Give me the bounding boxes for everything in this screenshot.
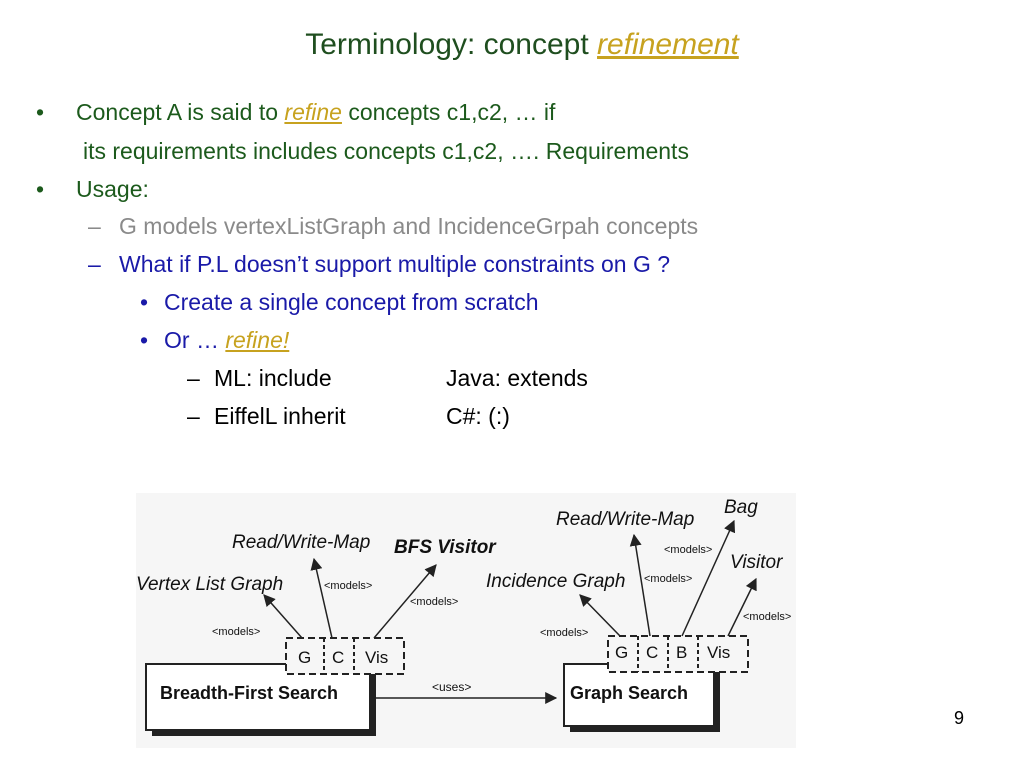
param-vis: Vis [365,648,388,667]
graph-search-label: Graph Search [570,683,688,703]
dash-marker: – [187,365,200,391]
bullet-marker: • [140,289,149,315]
dash-marker: – [187,403,200,429]
refine-keyword: refine [284,99,342,125]
param-c: C [332,648,344,667]
lang-csharp: C#: (:) [446,403,510,429]
models-label: <models> [410,596,458,608]
param-b: B [676,643,687,662]
page-number: 9 [953,708,964,728]
concept-incidence-graph: Incidence Graph [486,571,625,592]
models-label: <models> [212,626,260,638]
bullet-refine-continuation: its requirements includes concepts c1,c2… [83,138,689,164]
slide-title: Terminology: concept refinement [0,28,1024,62]
sub-item-constraints: What if P.L doesn’t support multiple con… [119,251,671,277]
lang-ml: ML: include [214,365,332,391]
models-label: <models> [743,611,791,623]
concept-vertex-list-graph: Vertex List Graph [136,574,283,595]
models-label: <models> [664,544,712,556]
text-fragment: Or … [164,327,226,353]
dash-marker: – [88,213,101,239]
concept-read-write-map: Read/Write-Map [232,532,370,553]
text-fragment: concepts c1,c2, … if [341,99,556,125]
bullet-marker: • [36,99,45,125]
text-fragment: Concept A is said to [76,99,285,125]
param-g: G [615,643,628,662]
title-keyword: refinement [597,28,739,61]
sub-sub-item-scratch: Create a single concept from scratch [164,289,539,315]
concept-bfs-visitor: BFS Visitor [394,537,497,558]
right-params-box [607,635,749,673]
concept-visitor: Visitor [730,552,783,573]
title-prefix: Terminology: concept [305,28,598,61]
param-vis: Vis [707,643,730,662]
concept-diagram: Breadth-First Search G C Vis Vertex List… [136,493,796,748]
sub-item-models: G models vertexListGraph and IncidenceGr… [119,213,699,239]
diagram-svg: Breadth-First Search G C Vis Vertex List… [136,497,791,736]
bullet-refine-definition: Concept A is said to refine concepts c1,… [76,98,555,126]
param-c: C [646,643,658,662]
lang-eiffel: EiffelL inherit [214,403,346,429]
param-g: G [298,648,311,667]
left-params-box [285,637,405,675]
dash-marker: – [88,251,101,277]
models-label: <models> [324,580,372,592]
bullet-marker: • [140,327,149,353]
bullet-usage: Usage: [76,176,149,202]
lang-java: Java: extends [446,365,588,391]
models-label: <models> [644,573,692,585]
bullet-marker: • [36,176,45,202]
concept-read-write-map: Read/Write-Map [556,509,694,530]
sub-sub-item-refine: Or … refine! [164,326,289,354]
refine-keyword: refine! [225,327,290,353]
breadth-first-search-label: Breadth-First Search [160,683,338,703]
models-label: <models> [540,627,588,639]
uses-label: <uses> [432,680,471,694]
concept-bag: Bag [724,497,758,518]
